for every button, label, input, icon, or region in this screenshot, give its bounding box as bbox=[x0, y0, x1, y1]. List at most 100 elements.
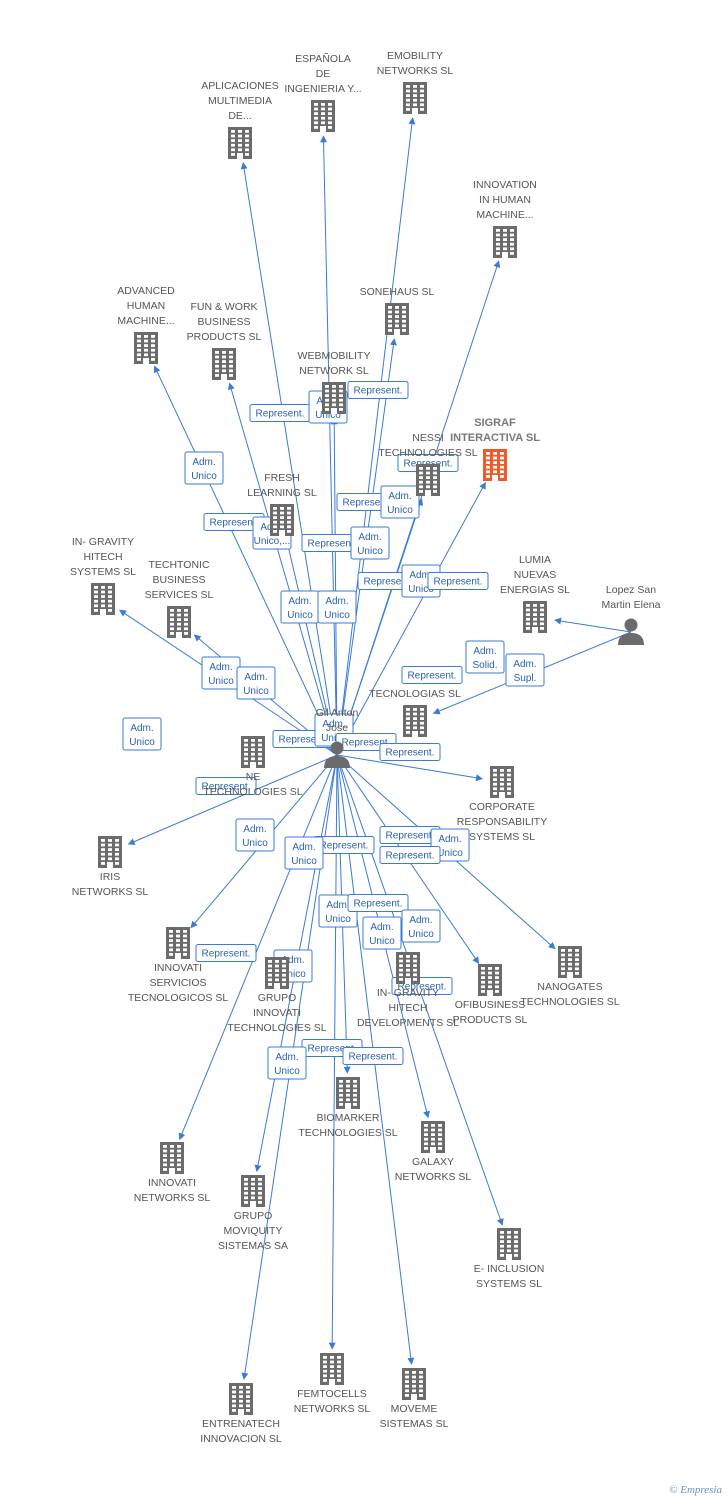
role-badge-text: Unico bbox=[357, 546, 383, 557]
role-badge[interactable]: Adm.Unico bbox=[362, 916, 402, 950]
role-badge[interactable]: Represent. bbox=[347, 381, 409, 399]
role-badge-text: Unico bbox=[387, 505, 413, 516]
role-badge[interactable]: Adm.Unico bbox=[350, 526, 390, 560]
role-badge[interactable]: Adm.Unico bbox=[280, 590, 320, 624]
role-badge-text: Adm. bbox=[244, 672, 267, 683]
node-label: BIOMARKER bbox=[316, 1112, 379, 1124]
role-badge[interactable]: Adm.Unico bbox=[284, 836, 324, 870]
role-badge-text: Represent. bbox=[408, 671, 457, 682]
role-badge[interactable]: Adm.Unico bbox=[380, 485, 420, 519]
building-icon bbox=[385, 303, 409, 335]
node-label: TECNOLOGICOS SL bbox=[128, 992, 229, 1004]
role-badge[interactable]: Represent. bbox=[347, 894, 409, 912]
footer-brand[interactable]: © Empresia bbox=[669, 1484, 722, 1496]
role-badge[interactable]: Represent. bbox=[195, 944, 257, 962]
role-badge[interactable]: Represent. bbox=[342, 1047, 404, 1065]
role-badge[interactable]: Represent. bbox=[249, 404, 311, 422]
role-badge[interactable]: Represent. bbox=[379, 743, 441, 761]
role-badge-text: Unico bbox=[324, 610, 350, 621]
edge-center-espanola bbox=[320, 135, 338, 756]
node-advanced[interactable]: ADVANCEDHUMANMACHINE... bbox=[117, 285, 175, 364]
building-icon bbox=[403, 705, 427, 737]
node-label: APLICACIONES bbox=[201, 80, 279, 92]
role-badge[interactable]: Adm.Unico bbox=[236, 666, 276, 700]
role-badge[interactable]: Represent. bbox=[195, 777, 257, 795]
node-label: GRUPO bbox=[258, 992, 297, 1004]
role-badge[interactable]: Adm.Solid. bbox=[465, 640, 505, 674]
node-label: Martin Elena bbox=[602, 599, 661, 611]
role-badge[interactable]: Represent. bbox=[401, 666, 463, 684]
role-badge-text: Represent. bbox=[210, 518, 259, 529]
role-badge[interactable]: Adm.Unico bbox=[401, 909, 441, 943]
role-badge[interactable]: Adm.Supl. bbox=[505, 653, 545, 687]
node-label: LUMIA bbox=[519, 554, 551, 566]
building-icon bbox=[265, 957, 289, 989]
building-icon bbox=[320, 1353, 344, 1385]
role-badge[interactable]: Adm. Unico bbox=[267, 1046, 307, 1080]
role-badge[interactable]: Adm. Unico bbox=[184, 451, 224, 485]
node-aplicaciones[interactable]: APLICACIONESMULTIMEDIADE... bbox=[201, 80, 279, 159]
role-badge-text: Adm. bbox=[209, 662, 232, 673]
role-badge[interactable]: Adm.Unico bbox=[317, 590, 357, 624]
role-badge[interactable]: Represent. bbox=[427, 572, 489, 590]
node-tecnologias[interactable]: TECNOLOGIAS SL bbox=[369, 688, 461, 737]
role-badge-text: Unico bbox=[274, 1066, 300, 1077]
building-icon bbox=[558, 946, 582, 978]
role-badge-text: Represent. bbox=[308, 1044, 357, 1055]
role-badge-text: Adm. bbox=[192, 457, 215, 468]
node-label: TECNOLOGIAS SL bbox=[369, 688, 461, 700]
role-badge[interactable]: Adm.Unico bbox=[235, 818, 275, 852]
node-label: NETWORKS SL bbox=[72, 886, 149, 898]
node-label: INNOVATI bbox=[253, 1007, 301, 1019]
role-badge[interactable]: Adm.Unico bbox=[122, 717, 162, 751]
edge-lopez-lumia bbox=[554, 617, 632, 633]
role-badge-text: Unico bbox=[191, 471, 217, 482]
role-badge-text: Unico bbox=[315, 410, 341, 421]
building-icon bbox=[311, 100, 335, 132]
building-icon bbox=[98, 836, 122, 868]
role-badge[interactable]: Represent. bbox=[379, 846, 441, 864]
role-badge-text: Adm. bbox=[275, 1052, 298, 1063]
role-badge-text: Unico bbox=[408, 584, 434, 595]
node-label: PRODUCTS SL bbox=[187, 331, 262, 343]
role-badge[interactable]: Adm.Unico bbox=[201, 656, 241, 690]
role-badge-text: Represent. bbox=[398, 982, 447, 993]
building-icon bbox=[336, 1077, 360, 1109]
node-label: FRESH bbox=[264, 472, 300, 484]
node-label: INNOVATI bbox=[154, 962, 202, 974]
node-sonehaus[interactable]: SONEHAUS SL bbox=[360, 286, 435, 335]
node-label: MACHINE... bbox=[476, 209, 533, 221]
building-icon bbox=[91, 583, 115, 615]
copyright-symbol: © bbox=[669, 1484, 678, 1496]
